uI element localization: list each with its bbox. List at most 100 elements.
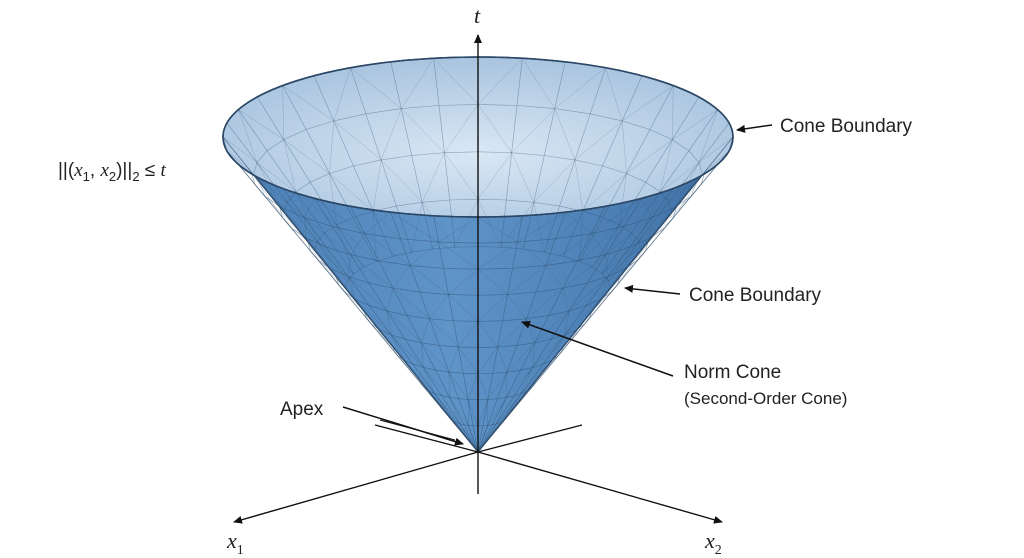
mesh-line xyxy=(352,210,374,218)
mesh-line xyxy=(304,217,307,239)
mesh-line xyxy=(329,173,374,212)
mesh-line xyxy=(637,237,651,261)
mesh-line xyxy=(536,287,564,293)
mesh-line xyxy=(435,369,449,373)
mesh-line xyxy=(423,367,450,398)
mesh-line xyxy=(631,232,639,242)
mesh-line xyxy=(438,241,479,244)
mesh-line xyxy=(306,237,348,277)
mesh-line xyxy=(329,165,354,174)
mesh-line xyxy=(477,399,489,426)
mesh-line xyxy=(562,288,570,312)
mesh-line xyxy=(257,176,305,218)
mesh-line xyxy=(411,152,445,156)
mesh-line xyxy=(587,275,609,284)
mesh-line xyxy=(626,139,673,174)
mesh-line xyxy=(429,318,459,348)
mesh-line xyxy=(617,276,621,285)
mesh-line xyxy=(421,342,450,373)
mesh-line xyxy=(564,329,577,336)
cone-boundary-side-label: Cone Boundary xyxy=(689,285,822,306)
mesh-line xyxy=(410,265,444,269)
mesh-line xyxy=(448,269,479,295)
mesh-line xyxy=(562,282,588,289)
mesh-line xyxy=(497,346,508,373)
mesh-line xyxy=(295,181,311,193)
mesh-line xyxy=(419,291,449,295)
mesh-line xyxy=(487,397,507,426)
mesh-line xyxy=(550,334,565,340)
mesh-line xyxy=(386,310,408,316)
mesh-line xyxy=(456,422,460,425)
mesh-line xyxy=(690,176,700,197)
mesh-line xyxy=(477,294,508,296)
mesh-line xyxy=(313,198,365,234)
mesh-line xyxy=(511,108,555,153)
mesh-line xyxy=(672,139,690,151)
mesh-line xyxy=(645,181,661,193)
mesh-line xyxy=(392,287,420,293)
mesh-line xyxy=(477,294,508,322)
mesh-line xyxy=(579,224,620,262)
mesh-line xyxy=(532,342,535,368)
mesh-line xyxy=(438,241,479,270)
mesh-line xyxy=(555,233,592,240)
mesh-line xyxy=(454,199,479,248)
mesh-line xyxy=(577,254,606,262)
mesh-line xyxy=(421,318,430,343)
mesh-line xyxy=(283,139,297,192)
mesh-line xyxy=(396,202,423,207)
mesh-line xyxy=(641,198,652,218)
mesh-line xyxy=(401,58,434,109)
mesh-line xyxy=(477,216,518,243)
mesh-line xyxy=(434,393,460,424)
mesh-line xyxy=(500,202,534,248)
mesh-line xyxy=(364,233,401,240)
mesh-line xyxy=(256,150,268,163)
mesh-line xyxy=(363,261,377,268)
mesh-line xyxy=(449,397,459,400)
mesh-line xyxy=(623,217,652,227)
mesh-line xyxy=(372,211,377,262)
mesh-line xyxy=(423,367,436,371)
mesh-line xyxy=(477,198,507,201)
mesh-line xyxy=(306,237,327,248)
mesh-line xyxy=(514,393,522,396)
mesh-line xyxy=(347,275,369,284)
mesh-line xyxy=(605,217,652,255)
mesh-line xyxy=(333,113,366,122)
mesh-line xyxy=(582,210,604,218)
mesh-line xyxy=(448,346,459,373)
mesh-line xyxy=(350,67,412,253)
mesh-line xyxy=(444,104,479,153)
mesh-line xyxy=(698,109,718,163)
mesh-line xyxy=(506,342,535,373)
mesh-line xyxy=(410,265,449,295)
mesh-line xyxy=(506,199,534,203)
mesh-line xyxy=(534,310,570,343)
mesh-line xyxy=(283,201,288,213)
mesh-line xyxy=(434,393,442,396)
mesh-line xyxy=(380,108,402,160)
mesh-line xyxy=(545,233,592,266)
mesh-line xyxy=(282,85,377,262)
mesh-line xyxy=(592,96,700,268)
mesh-line xyxy=(507,291,537,295)
mesh-line xyxy=(554,67,606,109)
mesh-line xyxy=(591,233,606,255)
mesh-line xyxy=(516,342,535,346)
mesh-line xyxy=(350,233,365,255)
t-axis-label: t xyxy=(474,3,481,28)
mesh-line xyxy=(551,334,566,361)
mesh-line xyxy=(422,199,450,203)
mesh-line xyxy=(313,198,479,453)
mesh-line xyxy=(477,104,518,106)
x2-axis-label: x2 xyxy=(704,528,722,558)
mesh-line xyxy=(347,273,354,282)
mesh-line xyxy=(506,395,515,398)
mesh-line xyxy=(390,334,405,361)
mesh-line xyxy=(306,120,334,130)
mesh-line xyxy=(579,211,584,262)
mesh-line xyxy=(698,136,734,163)
mesh-line xyxy=(251,171,283,218)
